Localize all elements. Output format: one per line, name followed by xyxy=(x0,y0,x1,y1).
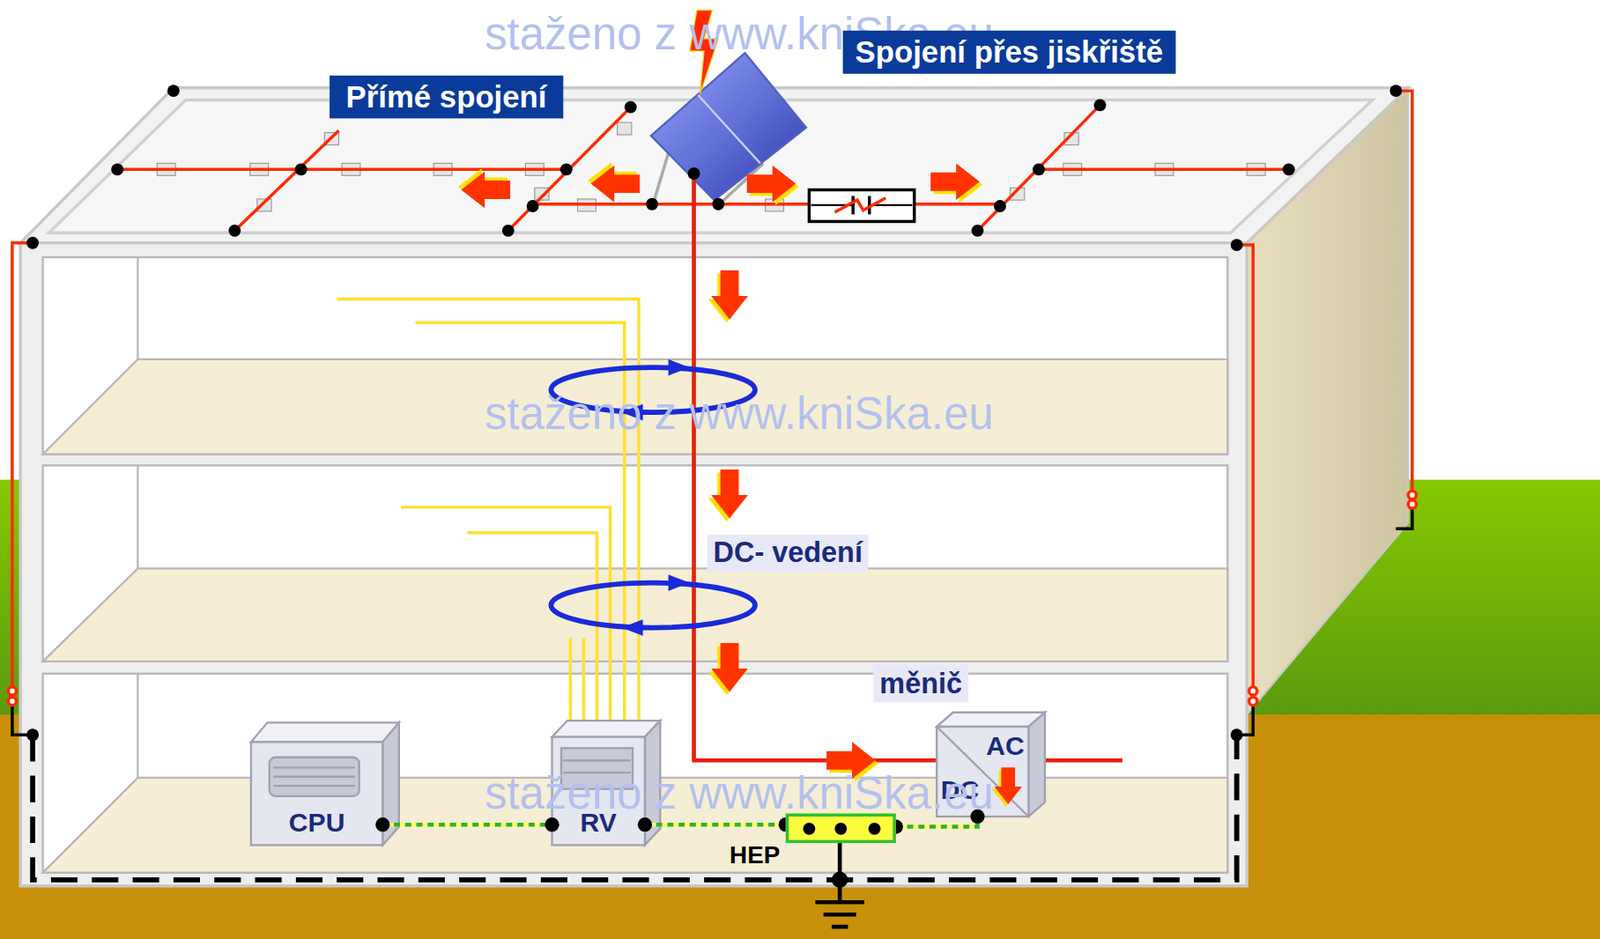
spark-gap xyxy=(808,190,914,223)
earthing-bar: HEP xyxy=(785,813,897,844)
watermark: staženo z www.kniSka.eu xyxy=(484,387,994,439)
earth-ring xyxy=(32,734,1238,881)
watermark: staženo z www.kniSka.eu xyxy=(484,767,994,819)
terminal-dots xyxy=(788,816,893,841)
node-text: měnič xyxy=(873,665,969,703)
line-label: DC- vedení xyxy=(707,534,869,572)
title-box: Spojení přes jiskřiště xyxy=(843,30,1176,75)
current-arrows xyxy=(458,162,983,782)
earth-symbol xyxy=(814,829,865,927)
signal-lines xyxy=(336,298,639,726)
current-arrow xyxy=(992,767,1023,807)
building-front xyxy=(20,243,1247,887)
node-text: CPU xyxy=(251,807,383,840)
earth-conductor xyxy=(375,817,559,832)
floors xyxy=(43,257,1229,874)
cpu-box: CPU xyxy=(251,741,383,845)
node-text: HEP xyxy=(729,841,780,870)
earth-conductor xyxy=(637,817,793,832)
node-text: AC xyxy=(985,731,1025,763)
cpu-box-art xyxy=(251,722,400,845)
junction-dots xyxy=(26,84,1402,741)
title-box: Přímé spojení xyxy=(329,75,563,119)
